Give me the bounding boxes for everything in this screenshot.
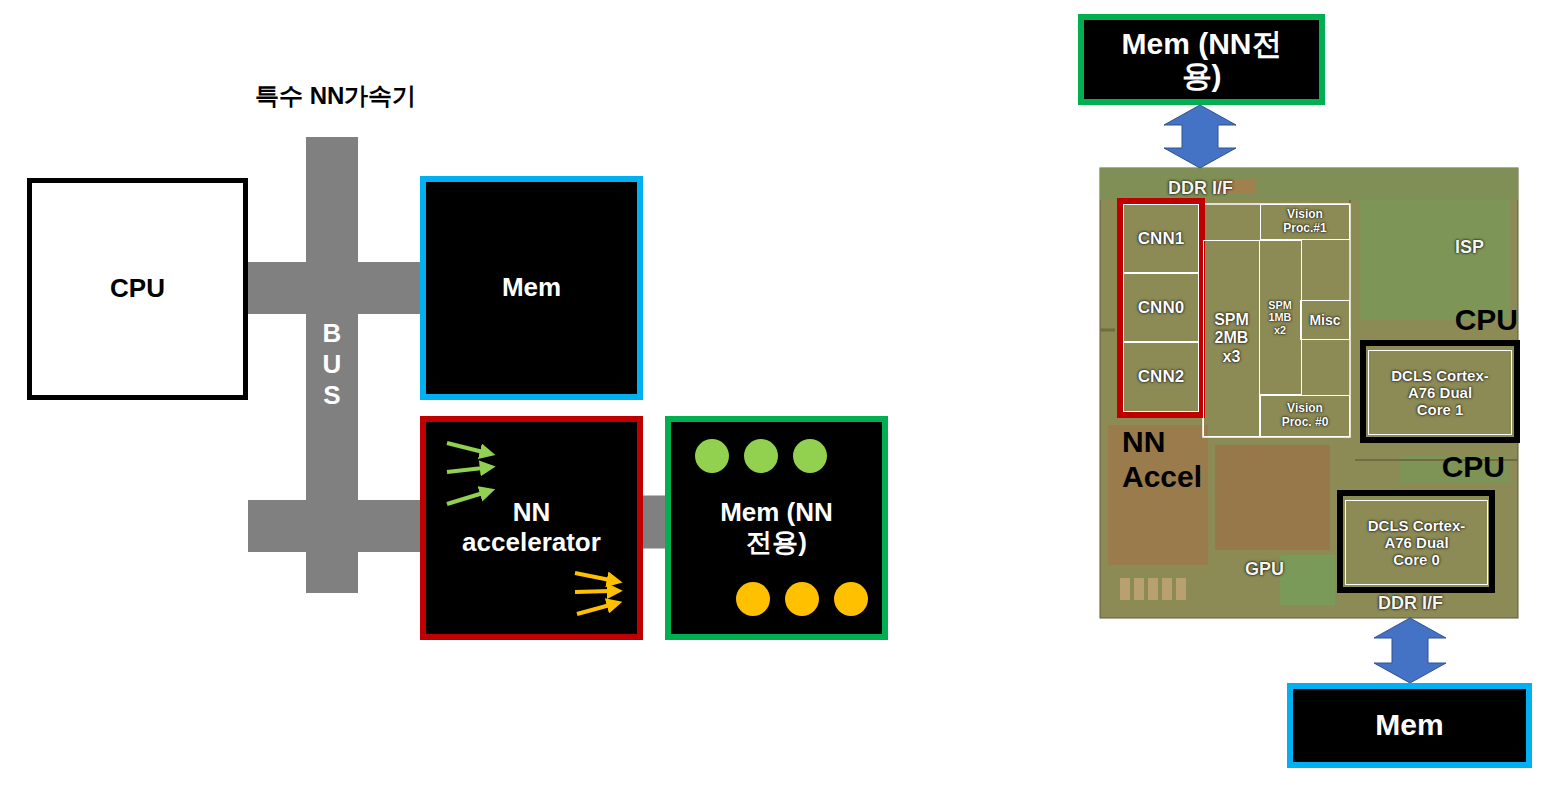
memory-box: Mem (NN전용) — [1078, 14, 1325, 105]
memory-link — [643, 496, 665, 549]
chip-die: DDR I/F ISP GPU DDR I/F NN Accel CNN1CNN0CNN2… — [1100, 168, 1518, 618]
block-label: CPU — [1442, 450, 1505, 485]
vision-block: Vision Proc.#1 — [1260, 204, 1350, 240]
node-label: SPM 1MB x2 — [1263, 299, 1297, 336]
die-pad — [1120, 578, 1130, 600]
node-label: Mem — [1375, 708, 1443, 743]
spm-block: SPM 2MB x3 — [1203, 240, 1260, 437]
accelerator-box: NN accelerator — [420, 416, 643, 640]
data-dot — [793, 439, 827, 473]
memory-arrow — [1164, 105, 1236, 168]
node-label: SPM 2MB x3 — [1209, 311, 1254, 366]
node-label: Mem (NN전용) — [1122, 28, 1282, 91]
cnn-block: CNN0 — [1123, 273, 1199, 342]
bus-branch — [358, 262, 420, 314]
data-arrow — [447, 493, 483, 504]
accelerator-region: NN AccelCNN1CNN0CNN2 — [1117, 198, 1205, 418]
spm-block: SPM 1MB x2 — [1259, 240, 1302, 395]
die-pad — [1162, 578, 1172, 600]
box-fill — [420, 416, 643, 640]
die-pad — [1134, 578, 1144, 600]
node-label: Vision Proc. #0 — [1275, 402, 1335, 430]
cpu-region: CPUDCLS Cortex-A76 Dual Core 0 — [1337, 490, 1495, 593]
node-label: NN accelerator — [447, 498, 617, 558]
block-label: ISP — [1455, 237, 1484, 258]
block-label: GPU — [1245, 559, 1284, 580]
node-label: CNN0 — [1138, 298, 1184, 318]
cnn-block: CNN1 — [1123, 204, 1199, 273]
block-outline — [1203, 204, 1350, 437]
cnn-block: CNN2 — [1123, 342, 1199, 412]
memory-box: Mem — [420, 176, 643, 400]
bus-branch — [248, 262, 306, 314]
node-label: Misc — [1309, 312, 1340, 328]
node-label: Vision Proc.#1 — [1275, 208, 1335, 236]
bus-bar: B U S — [306, 137, 358, 593]
block-label: NN Accel — [1122, 425, 1232, 494]
node-label: Mem — [502, 273, 561, 303]
node-label: DCLS Cortex-A76 Dual Core 0 — [1367, 517, 1467, 569]
data-dot — [736, 582, 770, 616]
vision-block: Vision Proc. #0 — [1260, 395, 1350, 437]
bus-branch — [358, 500, 420, 552]
data-arrow — [575, 573, 610, 580]
bus-stub — [248, 500, 306, 552]
node-label: CPU — [110, 274, 165, 304]
data-dot — [834, 582, 868, 616]
die-texture — [1100, 168, 1518, 200]
data-dot — [695, 439, 729, 473]
cpu-box: CPU — [27, 178, 248, 400]
data-dot — [744, 439, 778, 473]
block-label: DDR I/F — [1168, 178, 1233, 199]
data-arrow — [577, 605, 610, 614]
data-arrow — [575, 591, 610, 592]
diagram-title: 특수 NN가속기 — [255, 80, 416, 112]
block-label: DDR I/F — [1378, 593, 1443, 614]
memory-box: Mem (NN전용) — [665, 416, 888, 640]
cpu-core-block: DCLS Cortex-A76 Dual Core 0 — [1345, 500, 1488, 585]
die-texture — [1100, 329, 1115, 332]
misc-block: Misc — [1300, 300, 1350, 340]
data-arrow — [447, 443, 483, 452]
memory-box: Mem — [1287, 683, 1532, 768]
block-label: CPU — [1455, 303, 1518, 338]
die-texture — [1215, 445, 1330, 550]
data-dot — [785, 582, 819, 616]
die-texture — [1280, 555, 1335, 605]
die-texture — [1360, 200, 1510, 320]
cpu-core-block: DCLS Cortex-A76 Dual Core 1 — [1368, 350, 1512, 435]
memory-arrow — [1374, 618, 1446, 683]
die-pad — [1176, 578, 1186, 600]
cpu-region: CPUDCLS Cortex-A76 Dual Core 1 — [1360, 340, 1520, 443]
data-arrow — [447, 468, 483, 472]
node-label: CNN1 — [1138, 229, 1184, 249]
block-label: B U S — [317, 318, 347, 411]
box-fill — [665, 416, 888, 640]
node-label: DCLS Cortex-A76 Dual Core 1 — [1390, 367, 1490, 419]
chip-die — [1100, 168, 1518, 618]
node-label: Mem (NN전용) — [712, 498, 842, 558]
die-pad — [1148, 578, 1158, 600]
node-label: CNN2 — [1138, 367, 1184, 387]
